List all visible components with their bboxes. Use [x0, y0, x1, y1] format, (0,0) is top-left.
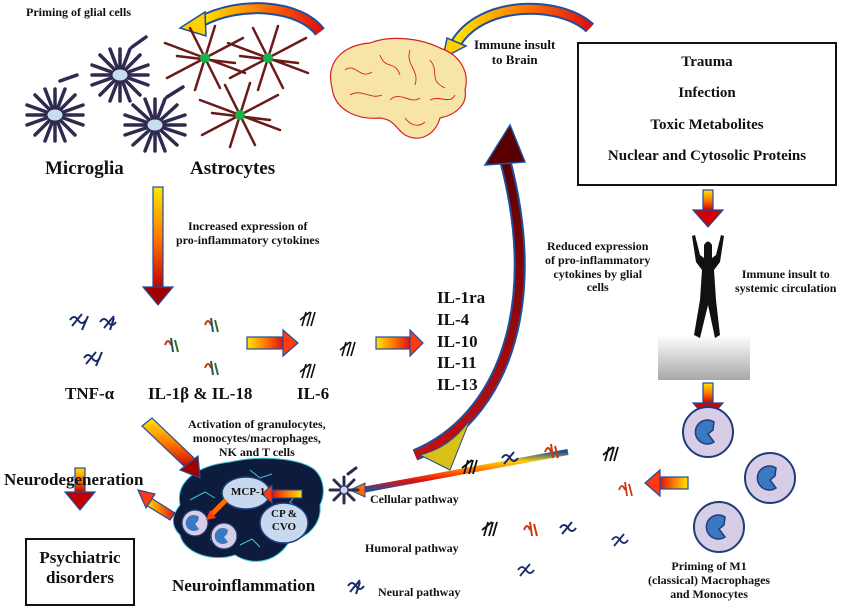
insults-box: Trauma Infection Toxic Metabolites Nucle…	[577, 42, 837, 186]
arrow-macrophages-left	[644, 468, 689, 498]
label-line: systemic circulation	[735, 280, 837, 295]
label-line: cells	[586, 280, 609, 295]
label-line: CP &	[271, 508, 297, 520]
cytokine-il10: IL-10	[437, 331, 478, 351]
label-il6: IL-6	[297, 384, 330, 403]
label-neuroinflammation: Neuroinflammation	[172, 576, 316, 595]
label-line: monocytes/macrophages,	[192, 430, 321, 445]
cytokine-il13: IL-13	[437, 375, 478, 394]
arrow-il1-to-il6	[246, 328, 299, 358]
label-astrocytes: Astrocytes	[190, 158, 276, 179]
brain-illustration	[330, 37, 467, 139]
cp-cvo-bubble	[259, 502, 309, 544]
label-immune-insult-brain: Immune insult to Brain	[474, 37, 556, 68]
label-priming-glial-cells: Priming of glial cells	[26, 5, 131, 19]
cytokine-il11: IL-11	[437, 353, 477, 373]
label-humoral-pathway: Humoral pathway	[365, 541, 459, 555]
label-il1b-il18: IL-1β & IL-18	[148, 384, 253, 403]
arrow-il6-to-anti	[375, 328, 424, 358]
label-line: Immune insult	[474, 37, 556, 52]
label-line: NK and T cells	[218, 444, 295, 459]
label-line: pro-inflammatory cytokines	[176, 232, 320, 247]
insult-toxic-metabolites: Toxic Metabolites	[650, 117, 764, 133]
person-silhouette	[658, 235, 750, 380]
label-line: (classical) Macrophages	[648, 572, 771, 587]
label-activation: Activation of granulocytes, monocytes/ma…	[188, 417, 326, 459]
label-line: of pro-inflammatory	[545, 252, 651, 267]
label-line: disorders	[46, 567, 114, 587]
label-mcp1: MCP-1	[231, 486, 266, 498]
insult-nuclear-cytosolic: Nuclear and Cytosolic Proteins	[607, 148, 807, 164]
microglia-cells	[25, 35, 187, 153]
arrow-to-psychiatric	[63, 467, 97, 511]
down-arrow-cytokines	[141, 186, 175, 306]
cytokine-il1ra: IL-1ra	[437, 288, 486, 307]
label-immune-insult-systemic: Immune insult to systemic circulation	[735, 267, 837, 296]
label-increased-expression: Increased expression of pro-inflammatory…	[176, 219, 320, 248]
il1b-il18-molecules	[164, 317, 219, 376]
label-line: Increased expression of	[187, 219, 308, 233]
label-line: cytokines by glial	[553, 266, 643, 281]
label-line: to Brain	[491, 51, 538, 67]
priming-curved-arrow	[178, 2, 325, 38]
label-line: Activation of granulocytes,	[188, 417, 326, 431]
label-line: and Monocytes	[670, 586, 748, 601]
label-line: Priming of M1	[671, 559, 747, 573]
reduced-expression-curve-arrow	[412, 123, 527, 471]
label-line: Reduced expression	[546, 239, 649, 253]
activated-microglia	[328, 466, 360, 505]
neural-pathway-molecule	[347, 579, 365, 595]
humoral-pathway-line	[288, 518, 588, 537]
down-arrow-from-insults	[691, 189, 725, 228]
label-line: CVO	[271, 520, 297, 533]
released-cytokines	[517, 446, 633, 577]
label-line: Immune insult to	[741, 267, 830, 281]
neuroinflammation-brain	[172, 457, 324, 562]
label-tnf-alpha: TNF-α	[65, 384, 115, 403]
tnf-alpha-molecules	[69, 313, 117, 367]
astrocyte-cells	[163, 24, 310, 149]
arrow-to-neurodegeneration	[136, 489, 176, 521]
psychiatric-disorders-box: Psychiatric disorders	[25, 538, 135, 606]
label-neural-pathway: Neural pathway	[378, 585, 461, 599]
label-cp-cvo: CP & CVO	[271, 508, 297, 533]
diagonal-arrow-to-neuroinflammation	[141, 417, 201, 479]
label-microglia: Microglia	[45, 158, 124, 179]
insult-infection: Infection	[678, 85, 736, 101]
label-priming-m1: Priming of M1 (classical) Macrophages an…	[648, 559, 771, 601]
label-psychiatric: Psychiatric disorders	[27, 548, 133, 587]
label-neurodegeneration: Neurodegeneration	[4, 470, 144, 489]
anti-inflammatory-list: IL-1ra IL-4 IL-10 IL-11 IL-13	[437, 287, 485, 396]
il6-molecules	[299, 311, 356, 379]
label-line: Psychiatric	[39, 548, 121, 567]
label-cellular-pathway: Cellular pathway	[370, 492, 459, 506]
cellular-pathway-line	[348, 443, 569, 498]
cytokine-il4: IL-4	[437, 309, 470, 329]
label-reduced-expression: Reduced expression of pro-inflammatory c…	[545, 239, 651, 295]
macrophage-cells	[682, 406, 796, 553]
insult-trauma: Trauma	[681, 54, 733, 70]
